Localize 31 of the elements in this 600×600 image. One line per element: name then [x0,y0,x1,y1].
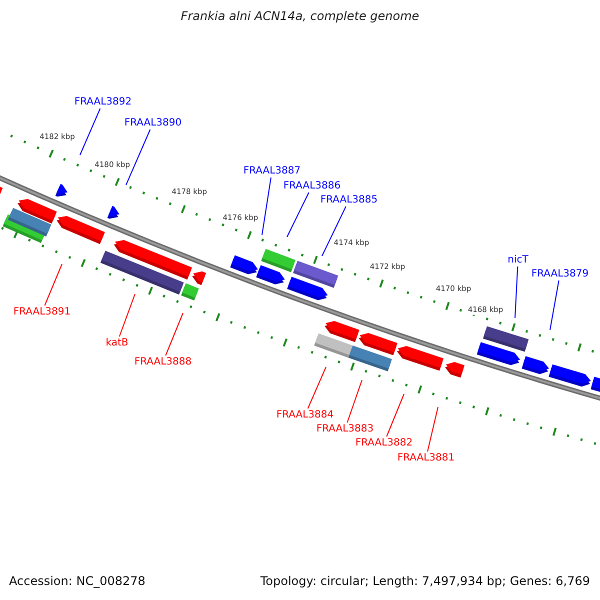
gene-label: FRAAL3890 [123,118,183,128]
title: Frankia alni ACN14a, complete genome [180,10,420,24]
gene-label: FRAAL3887 [242,166,302,176]
gene-label: katB [104,338,130,348]
gene-label: nicT [506,254,530,266]
leader-line [322,206,346,256]
leader-line [118,294,136,337]
leader-line [514,266,518,318]
gene-label: FRAAL3881 [396,452,456,464]
leader-line [550,280,560,330]
leader-line [346,380,362,423]
leader-line [44,264,62,306]
gene-label: FRAAL3884 [275,410,335,420]
leader-line [386,394,404,437]
gene-label: FRAAL3892 [73,96,133,108]
gene-label: FRAAL3885 [319,194,379,206]
footer-text: Topology: circular; Length: 7,497,934 bp; Genes: 6,769 [260,575,590,588]
leader-line [307,366,326,409]
footer-text: Accession: NC_008278 [9,575,146,588]
gene-label: FRAAL3891 [12,306,72,318]
leader-line [286,192,310,238]
leader-line [427,406,438,452]
gene-label: FRAAL3888 [133,356,193,368]
leader-line [165,312,184,356]
leader-line [126,129,151,186]
gene-label: FRAAL3883 [315,424,375,434]
gene-label: FRAAL3879 [530,268,590,280]
leader-line [80,108,101,156]
gene-label: FRAAL3886 [282,180,342,192]
leader-line [262,177,272,236]
gene-label: FRAAL3882 [354,438,414,448]
